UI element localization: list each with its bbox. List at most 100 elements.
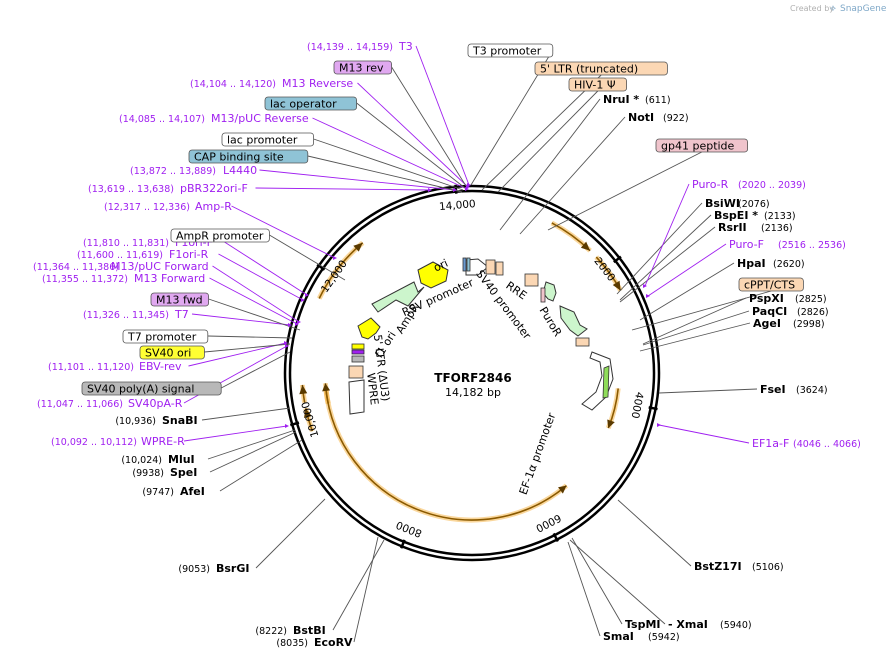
site-coord: (9747): [142, 487, 174, 498]
primer-sv40pa-r[interactable]: (11,047 .. 11,066)SV40pA-R: [37, 344, 289, 410]
primer-coord: (11,101 .. 11,120): [48, 362, 134, 373]
site-bstbi[interactable]: BstBI(8222): [255, 624, 325, 637]
primer-name: M13 Forward: [134, 272, 205, 285]
feature-gp41-peptide[interactable]: gp41 peptide: [655, 138, 748, 153]
site-spei[interactable]: SpeI(9938): [132, 466, 197, 479]
site-bstz17i[interactable]: BstZ17I (5106): [694, 560, 784, 573]
feature-ampr-promoter[interactable]: AmpR promoter: [170, 228, 270, 243]
site-hpai[interactable]: HpaI (2620): [737, 257, 805, 270]
site-name: NruI *: [603, 93, 639, 106]
site-coord: (5940): [720, 620, 752, 631]
primer-pbr322ori-f[interactable]: (13,619 .. 13,638)pBR322ori-F: [88, 182, 432, 195]
leader-line: [313, 138, 464, 191]
site-nrui[interactable]: NruI *(611): [603, 93, 671, 106]
feature-cppt-cts[interactable]: cPPT/CTS: [738, 277, 804, 292]
inner-label-ori: ori: [432, 257, 450, 275]
tick-label: 8000: [394, 518, 423, 539]
feature-lac-promoter[interactable]: lac promoter: [221, 132, 314, 147]
site-bsrgi[interactable]: BsrGI(9053): [178, 562, 249, 575]
primer-name: Amp-R: [195, 200, 232, 213]
site-snabi[interactable]: SnaBI(10,936): [115, 414, 197, 427]
primer-l4440[interactable]: (13,872 .. 13,889)L4440: [130, 164, 457, 192]
primer-arrow-icon: [333, 256, 337, 260]
feature-5-ltr-truncated[interactable]: 5' LTR (truncated): [534, 61, 668, 76]
site-name: BsrGI: [216, 562, 249, 575]
primer-wpre-r[interactable]: (10,092 .. 10,112)WPRE-R: [51, 424, 289, 448]
ltr-du3-box-icon: [348, 365, 364, 379]
site-paqci[interactable]: PaqCI(2826): [752, 305, 829, 318]
site-coord: (9938): [132, 468, 164, 479]
feature-t3-promoter[interactable]: T3 promoter: [467, 43, 554, 58]
primer-name: EF1a-F: [752, 437, 789, 450]
orf-arrowhead-icon: [612, 280, 621, 291]
leader-line: [209, 277, 298, 325]
primer-ef1a-f[interactable]: (4046 .. 4066)EF1a-F: [657, 423, 861, 450]
site-mlui[interactable]: MluI(10,024): [121, 453, 194, 466]
site-rsrii[interactable]: RsrII(2136): [718, 221, 793, 234]
primer-arrow-icon: [301, 298, 305, 302]
tick-mark: [289, 421, 300, 427]
feature-name: M13 fwd: [156, 294, 203, 307]
orf-arrowhead-icon: [607, 419, 615, 429]
site-name: BsiWI: [705, 197, 740, 210]
site-agei[interactable]: AgeI(2998): [753, 317, 825, 330]
site-name: BstBI: [293, 624, 326, 637]
feature-sv40-poly-a-signal[interactable]: SV40 poly(A) signal: [81, 381, 222, 396]
site-tspmi[interactable]: TspMI: [625, 618, 661, 631]
feature-name: gp41 peptide: [661, 140, 735, 153]
site-xmai[interactable]: - XmaI(5940): [668, 618, 752, 631]
site-bspei[interactable]: BspEI *(2133): [714, 209, 796, 222]
primer-puro-f[interactable]: (2516 .. 2536)Puro-F: [646, 238, 846, 298]
feature-box: [81, 381, 222, 396]
site-ecorv[interactable]: EcoRV(8035): [276, 636, 353, 649]
feature-name: cPPT/CTS: [744, 279, 795, 292]
primer-amp-r[interactable]: (12,317 .. 12,336)Amp-R: [104, 200, 337, 260]
primer-m13-puc-forward[interactable]: (11,364 .. 11,386)M13/pUC Forward: [33, 260, 301, 324]
leader-line: [191, 313, 291, 326]
primer-t7[interactable]: (11,326 .. 11,345)T7: [83, 308, 292, 327]
orf-arrowhead-icon: [558, 485, 567, 494]
site-name: BstZ17I: [694, 560, 742, 573]
feature-cap-binding-site[interactable]: CAP binding site: [188, 149, 309, 164]
primer-name: M13/pUC Reverse: [211, 112, 309, 125]
primer-arrow-icon: [465, 187, 469, 191]
site-coord: (2620): [773, 259, 805, 270]
feature-lac-operator[interactable]: lac operator: [264, 96, 357, 111]
leader-line: [547, 151, 703, 231]
primer-coord: (2516 .. 2536): [778, 240, 846, 251]
ori-arrow-icon: [417, 261, 449, 289]
site-noti[interactable]: NotI(922): [628, 111, 689, 124]
leader-line: [497, 90, 599, 193]
site-coord: (5106): [752, 562, 784, 573]
primer-f1ori-r[interactable]: (11,600 .. 11,619)F1ori-R: [77, 248, 305, 302]
site-bsiwi[interactable]: BsiWI(2076): [705, 197, 770, 210]
site-name: BspEI *: [714, 209, 758, 222]
site-smai[interactable]: SmaI(5942): [603, 630, 680, 643]
site-name: FseI: [760, 383, 786, 396]
feature-sv40-ori[interactable]: SV40 ori: [139, 345, 205, 360]
primer-m13-puc-reverse[interactable]: (14,085 .. 14,107)M13/pUC Reverse: [119, 112, 469, 191]
leader-line: [207, 429, 296, 460]
primer-arrow-icon: [305, 293, 309, 297]
primer-m13-forward[interactable]: (11,355 .. 11,372)M13 Forward: [42, 272, 299, 326]
site-afei[interactable]: AfeI(9747): [142, 485, 204, 498]
feature-m13-rev[interactable]: M13 rev: [333, 60, 392, 75]
ampr-arrow-icon: [371, 281, 425, 313]
primer-coord: (11,326 .. 11,345): [83, 310, 169, 321]
site-pspxi[interactable]: PspXI(2825): [749, 292, 827, 305]
primer-puro-r[interactable]: (2020 .. 2039)Puro-R: [643, 178, 806, 288]
feature-m13-fwd[interactable]: M13 fwd: [150, 292, 209, 307]
primer-arrow-icon: [453, 188, 457, 192]
site-coord: (2825): [795, 294, 827, 305]
site-coord: (2136): [761, 223, 793, 234]
leader-line: [218, 253, 304, 301]
feature-box: [467, 43, 554, 58]
feature-t7-promoter[interactable]: T7 promoter: [122, 329, 209, 344]
site-fsei[interactable]: FseI(3624): [760, 383, 828, 396]
feature-hiv-1[interactable]: HIV-1 Ψ: [568, 77, 627, 92]
backbone-inner-strand: [288, 189, 656, 557]
primer-arrow-icon: [643, 284, 647, 288]
site-name: HpaI: [737, 257, 766, 270]
leader-line: [207, 335, 293, 339]
tick-mark: [400, 539, 406, 549]
